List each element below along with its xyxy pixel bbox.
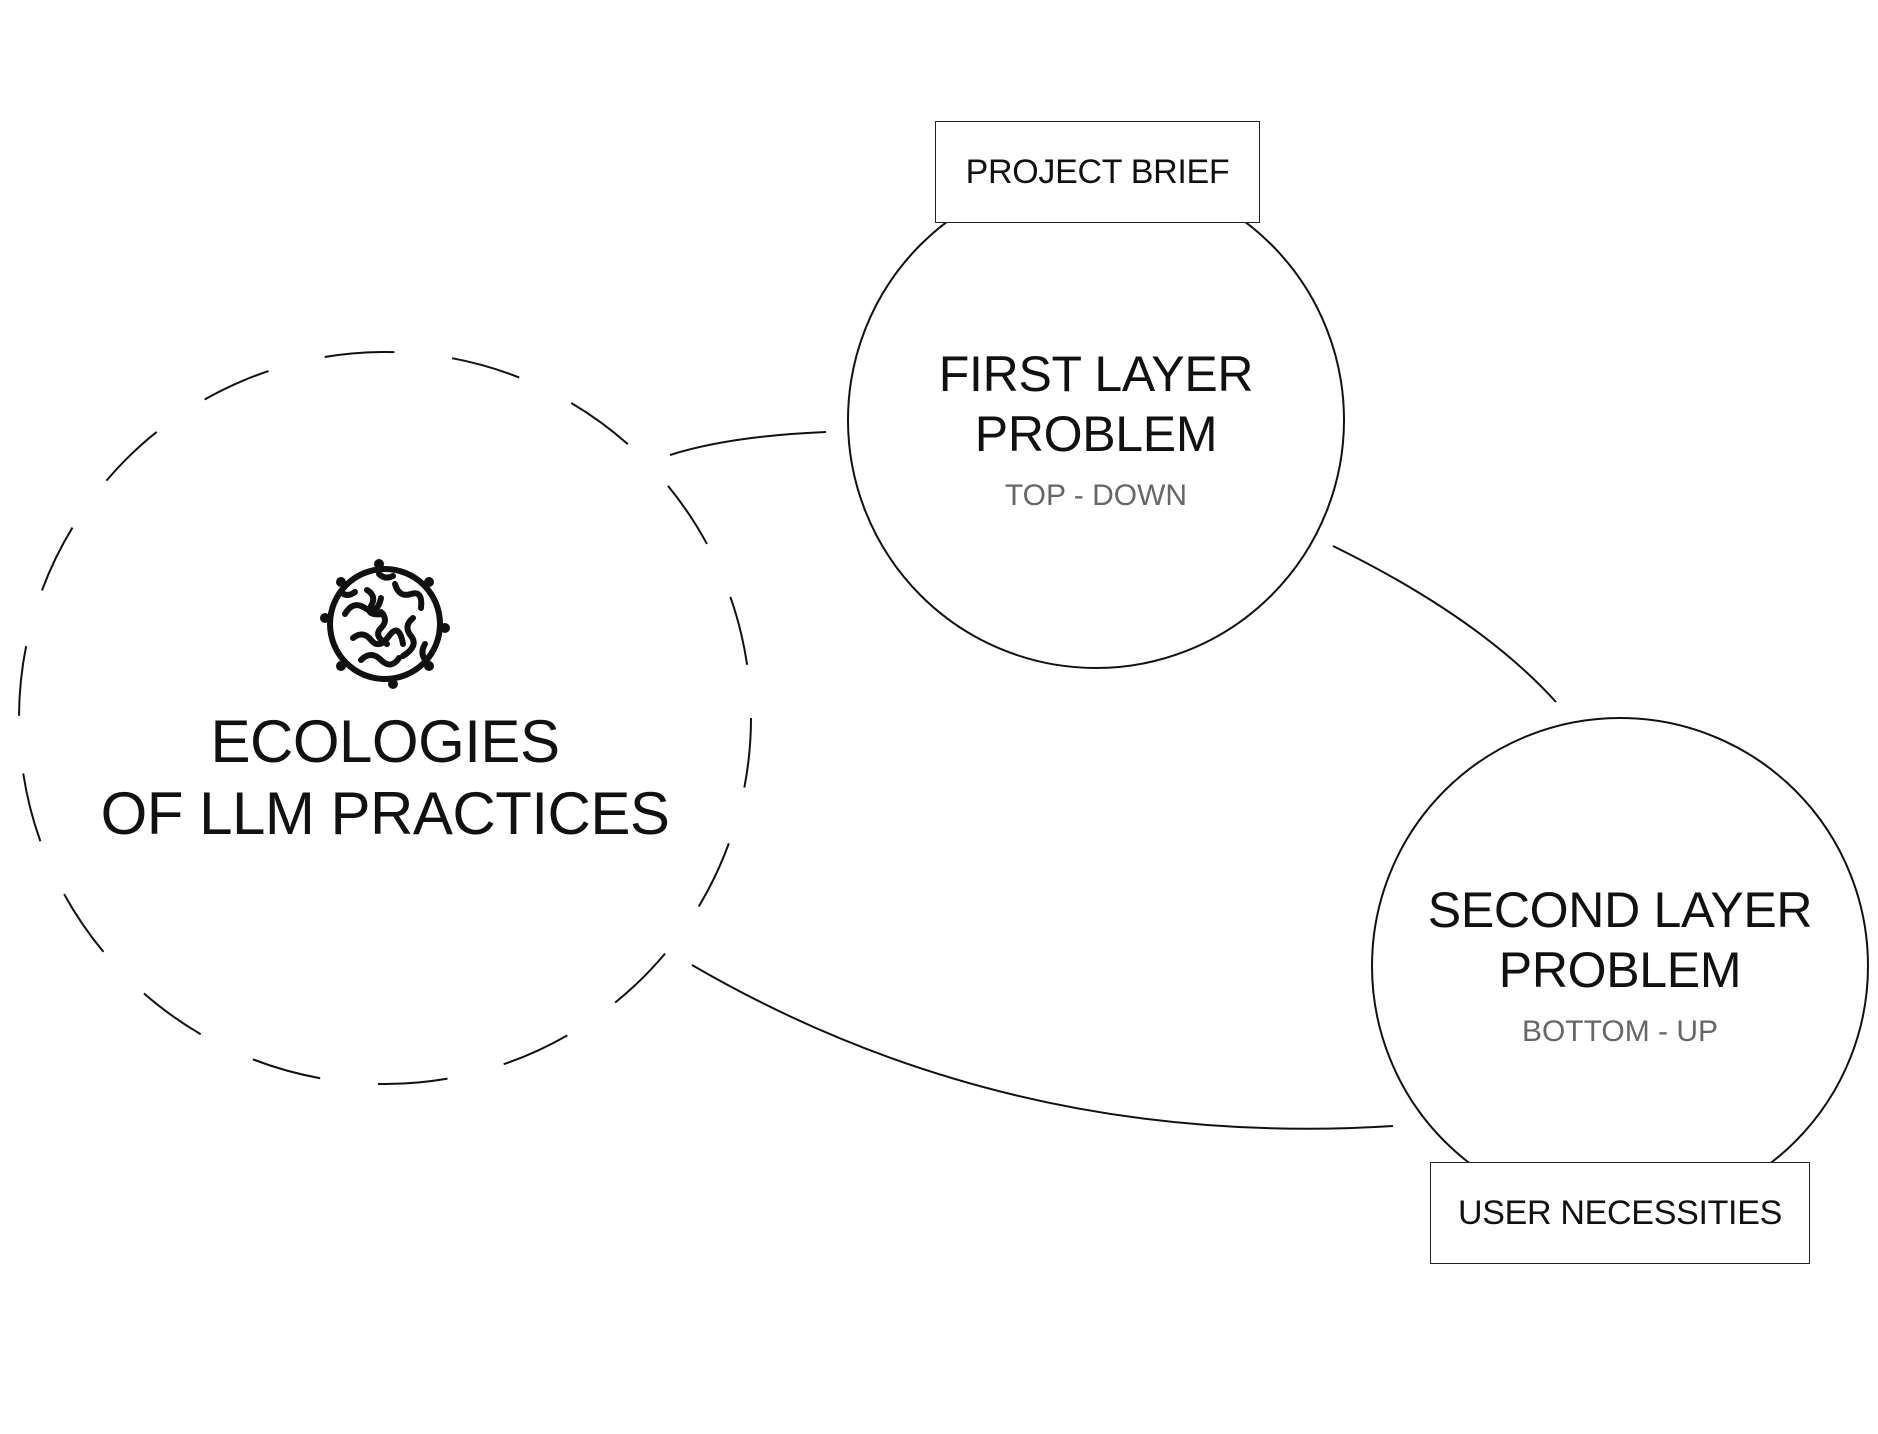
ecologies-dashed-circle xyxy=(18,351,752,1085)
second-layer-title-line1: SECOND LAYER xyxy=(1427,882,1813,938)
second-layer-subtitle: BOTTOM - UP xyxy=(1521,1015,1719,1048)
ecologies-title-line2: OF LLM PRACTICES xyxy=(100,780,670,847)
second-layer-title: SECOND LAYER PROBLEM xyxy=(1370,880,1870,1000)
project-brief-label: PROJECT BRIEF xyxy=(965,152,1230,191)
user-necessities-label: USER NECESSITIES xyxy=(1458,1193,1782,1232)
connector-ecologies-to-first xyxy=(669,431,827,456)
user-necessities-box: USER NECESSITIES xyxy=(1430,1162,1810,1264)
first-layer-title-line2: PROBLEM xyxy=(974,406,1218,462)
second-layer-title-line2: PROBLEM xyxy=(1498,942,1742,998)
ecologies-title-line1: ECOLOGIES xyxy=(210,708,560,775)
coral-maze-icon xyxy=(320,559,450,689)
first-layer-subtitle: TOP - DOWN xyxy=(1004,479,1188,512)
ecologies-title: ECOLOGIES OF LLM PRACTICES xyxy=(85,706,685,850)
project-brief-box: PROJECT BRIEF xyxy=(935,121,1260,223)
first-layer-title: FIRST LAYER PROBLEM xyxy=(896,344,1296,464)
connector-first-to-second xyxy=(1332,545,1557,703)
first-layer-title-line1: FIRST LAYER xyxy=(938,346,1254,402)
connector-ecologies-to-second xyxy=(691,964,1394,1130)
